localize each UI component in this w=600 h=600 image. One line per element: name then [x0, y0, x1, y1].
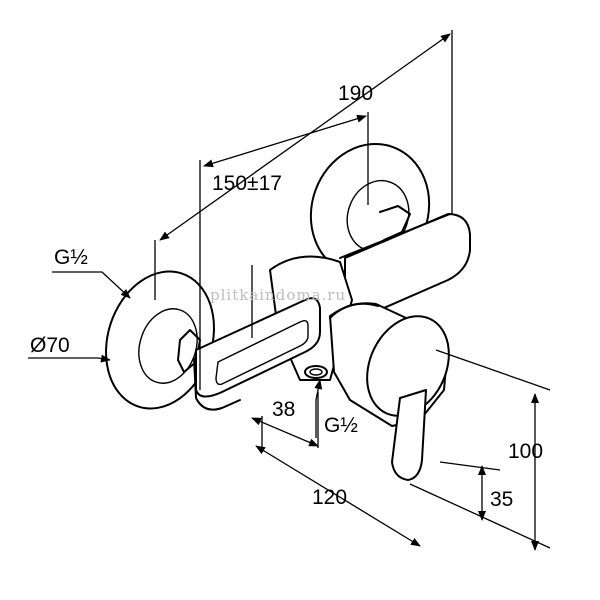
outlet-thread-label: G½ [324, 414, 358, 437]
dim-120-label: 120 [312, 486, 347, 509]
flange-diameter-label: Ø70 [30, 334, 70, 357]
left-wall-flange [105, 270, 215, 410]
dim-150-label: 150±17 [212, 172, 282, 195]
leader-g-outlet [314, 379, 323, 438]
dim-38-line [251, 417, 319, 447]
left-body-bar [193, 297, 321, 411]
dim-100-label: 100 [508, 440, 543, 463]
dim-35-label: 35 [490, 488, 513, 511]
dim-190-label: 190 [338, 82, 373, 105]
dim-38-label: 38 [272, 398, 295, 421]
leader-diameter [28, 354, 111, 363]
watermark: plitkaindoma.ru [210, 286, 346, 304]
leader-g-left [52, 271, 131, 299]
inlet-thread-label: G½ [54, 246, 88, 269]
dim-150-line [203, 114, 367, 168]
outlet-nozzle [304, 365, 328, 379]
dim-120-line [255, 445, 421, 547]
mixer-cartridge-body [329, 302, 450, 427]
